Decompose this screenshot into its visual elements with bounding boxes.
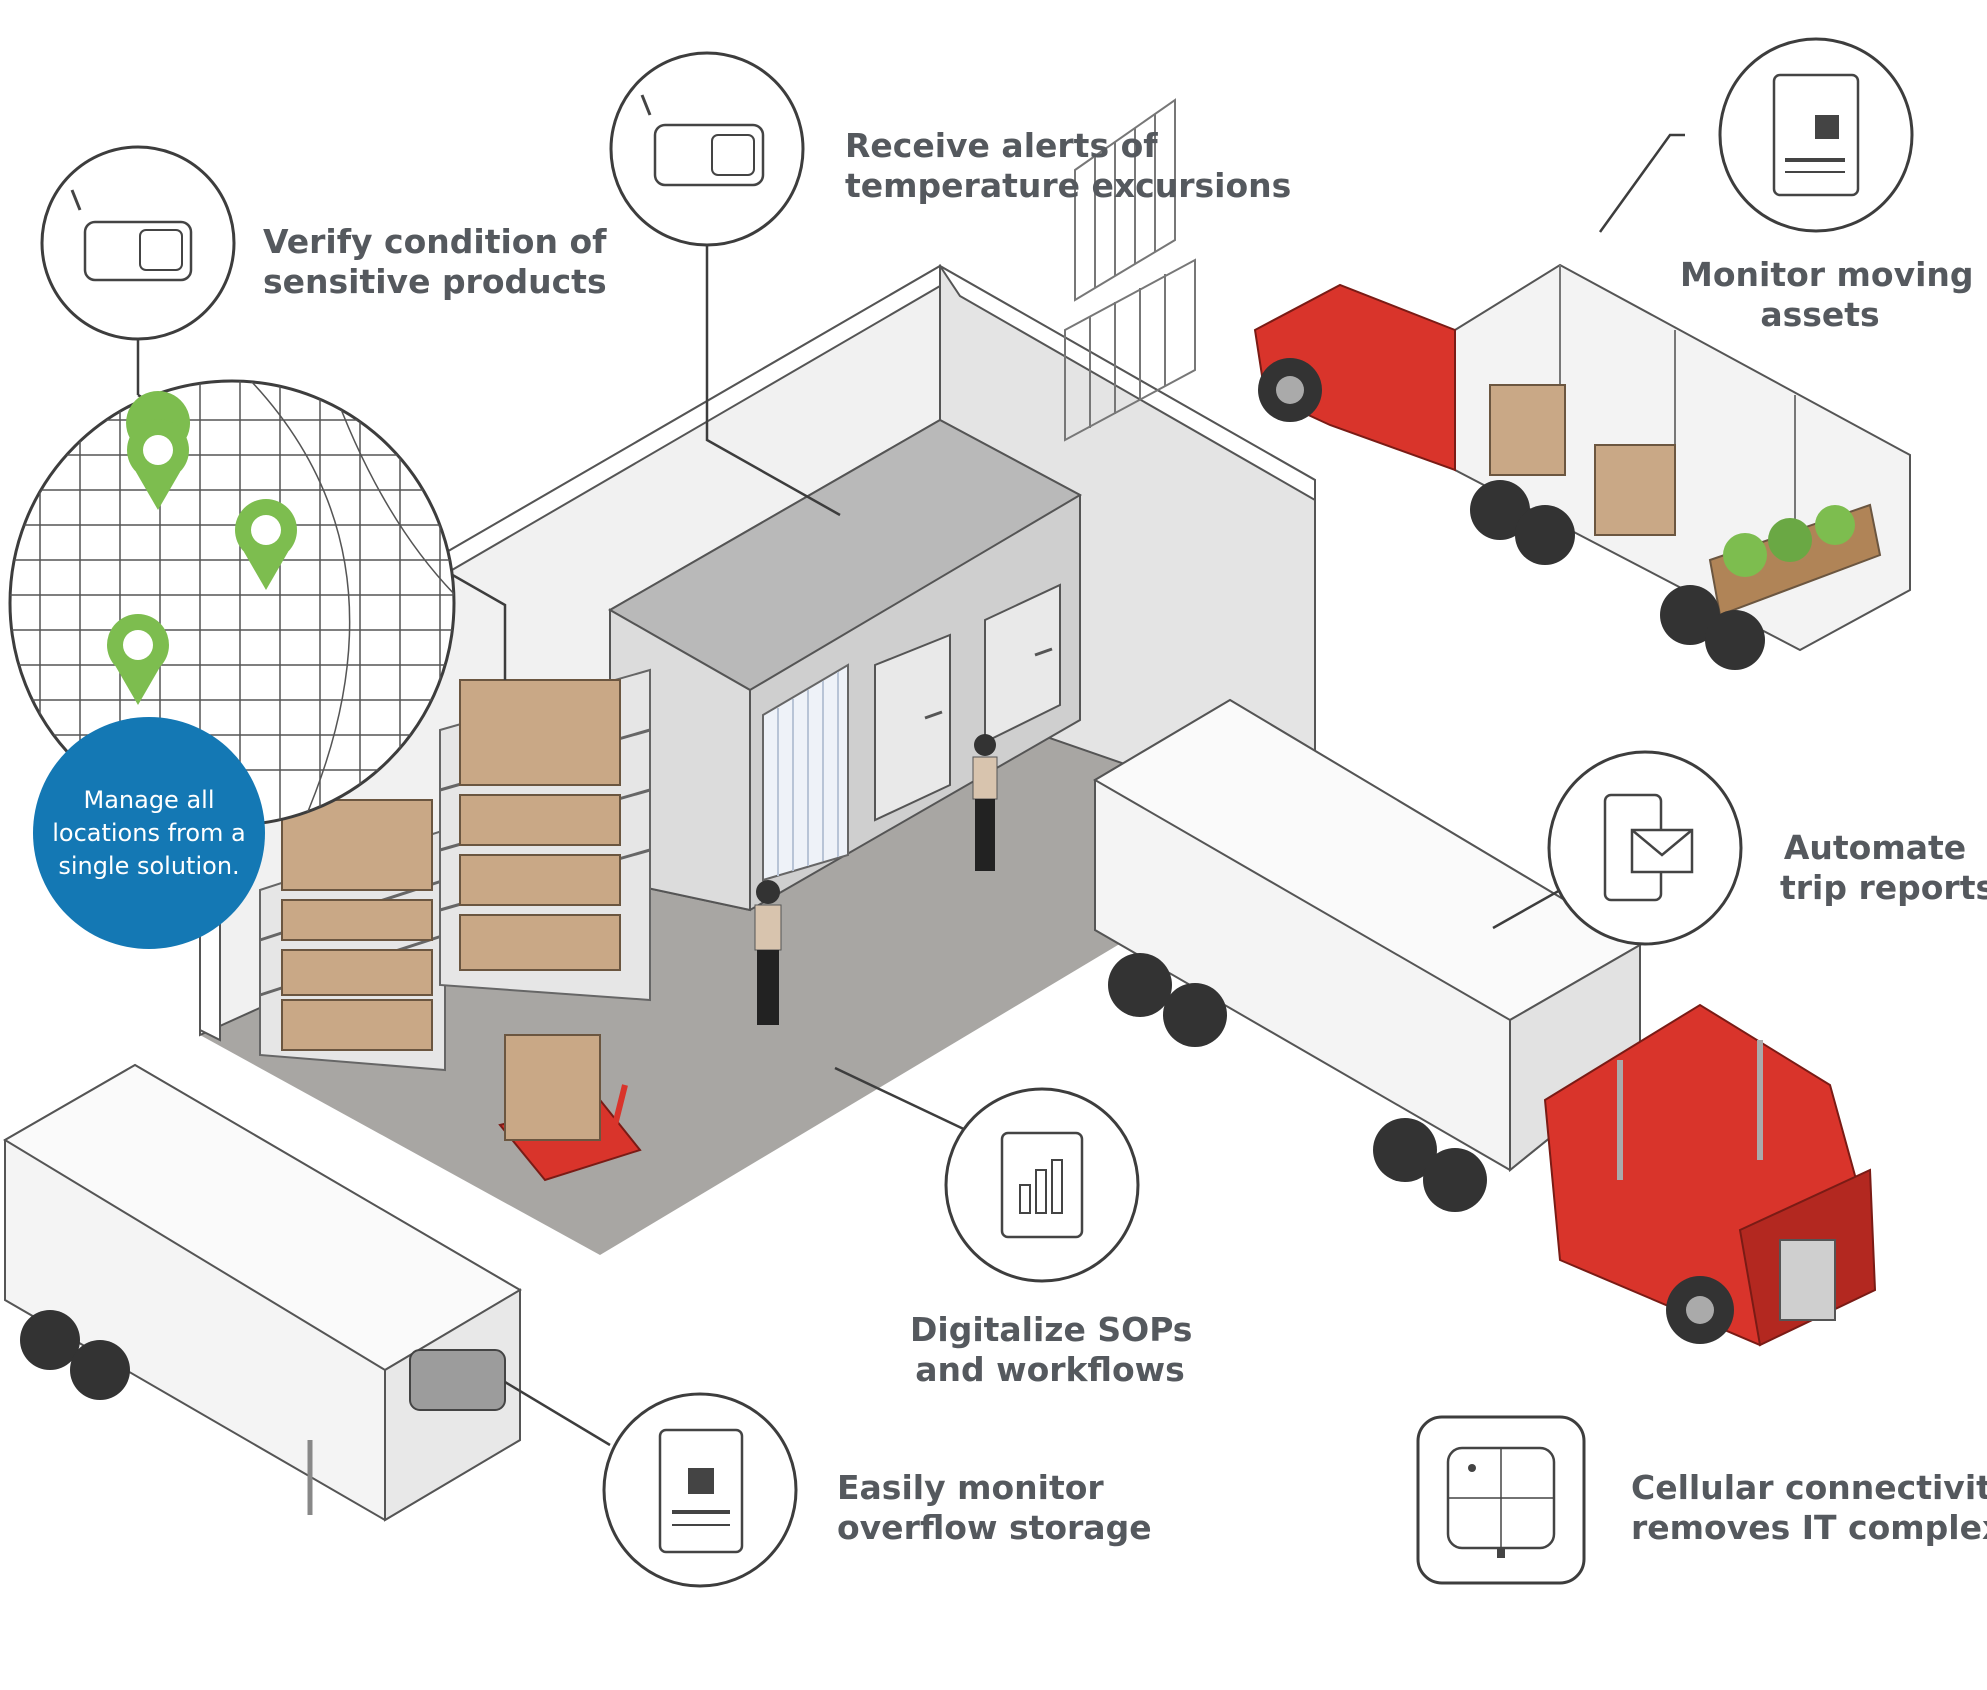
feature-overflow-storage: Easily monitor overflow storage	[837, 1468, 1152, 1548]
feature-label-line: Easily monitor	[837, 1468, 1104, 1507]
feature-digitalize-sops: Digitalize SOPs and workflows	[910, 1310, 1193, 1390]
feature-label-line: Cellular connectivity	[1631, 1468, 1987, 1507]
feature-label-line: Digitalize SOPs	[910, 1310, 1193, 1349]
feature-label-line: assets	[1760, 295, 1880, 334]
red-semi-truck	[1543, 1003, 1877, 1347]
feature-label-line: Automate	[1783, 828, 1967, 867]
feature-label-line: and workflows	[915, 1350, 1185, 1389]
feature-label-line: trip reports	[1780, 868, 1987, 907]
email-report-icon	[1547, 750, 1743, 946]
feature-verify-condition: Verify condition of sensitive products	[263, 222, 607, 302]
qr-tag-icon	[602, 1392, 798, 1588]
feature-receive-alerts: Receive alerts of temperature excursions	[845, 126, 1291, 206]
feature-automate-reports: Automate trip reports	[1780, 828, 1987, 908]
truck-with-cargo	[1253, 263, 1911, 670]
map-pin-icon	[235, 499, 297, 590]
callout-line: locations from a	[52, 818, 246, 847]
feature-cellular-connectivity: Cellular connectivity removes IT complex…	[1631, 1468, 1987, 1548]
worker-figure	[972, 734, 998, 871]
overflow-trailer	[3, 1063, 522, 1522]
qr-tag-icon	[1718, 37, 1914, 233]
feature-label-line: Verify condition of	[263, 222, 607, 261]
feature-label-line: sensitive products	[263, 262, 607, 301]
cellular-gateway-icon	[1416, 1415, 1586, 1585]
storage-shelving	[259, 668, 651, 1072]
callout-line: Manage all	[83, 785, 215, 814]
tablet-chart-icon	[944, 1087, 1140, 1283]
worker-figure	[754, 880, 782, 1025]
map-pin-icon	[107, 614, 169, 705]
sensor-device-icon	[40, 145, 236, 341]
sensor-device-icon	[609, 51, 805, 247]
map-pin-icon	[127, 419, 189, 510]
callout-line: single solution.	[58, 851, 240, 880]
feature-label-line: Receive alerts of	[845, 126, 1158, 165]
feature-label-line: Monitor moving	[1680, 255, 1974, 294]
feature-monitor-moving: Monitor moving assets	[1680, 255, 1974, 335]
feature-label-line: removes IT complexity	[1631, 1508, 1987, 1547]
fence	[1064, 98, 1196, 442]
pallet-jack	[498, 1034, 642, 1182]
feature-label-line: overflow storage	[837, 1508, 1152, 1547]
manage-locations-callout: Manage all locations from a single solut…	[33, 717, 265, 949]
feature-label-line: temperature excursions	[845, 166, 1292, 205]
